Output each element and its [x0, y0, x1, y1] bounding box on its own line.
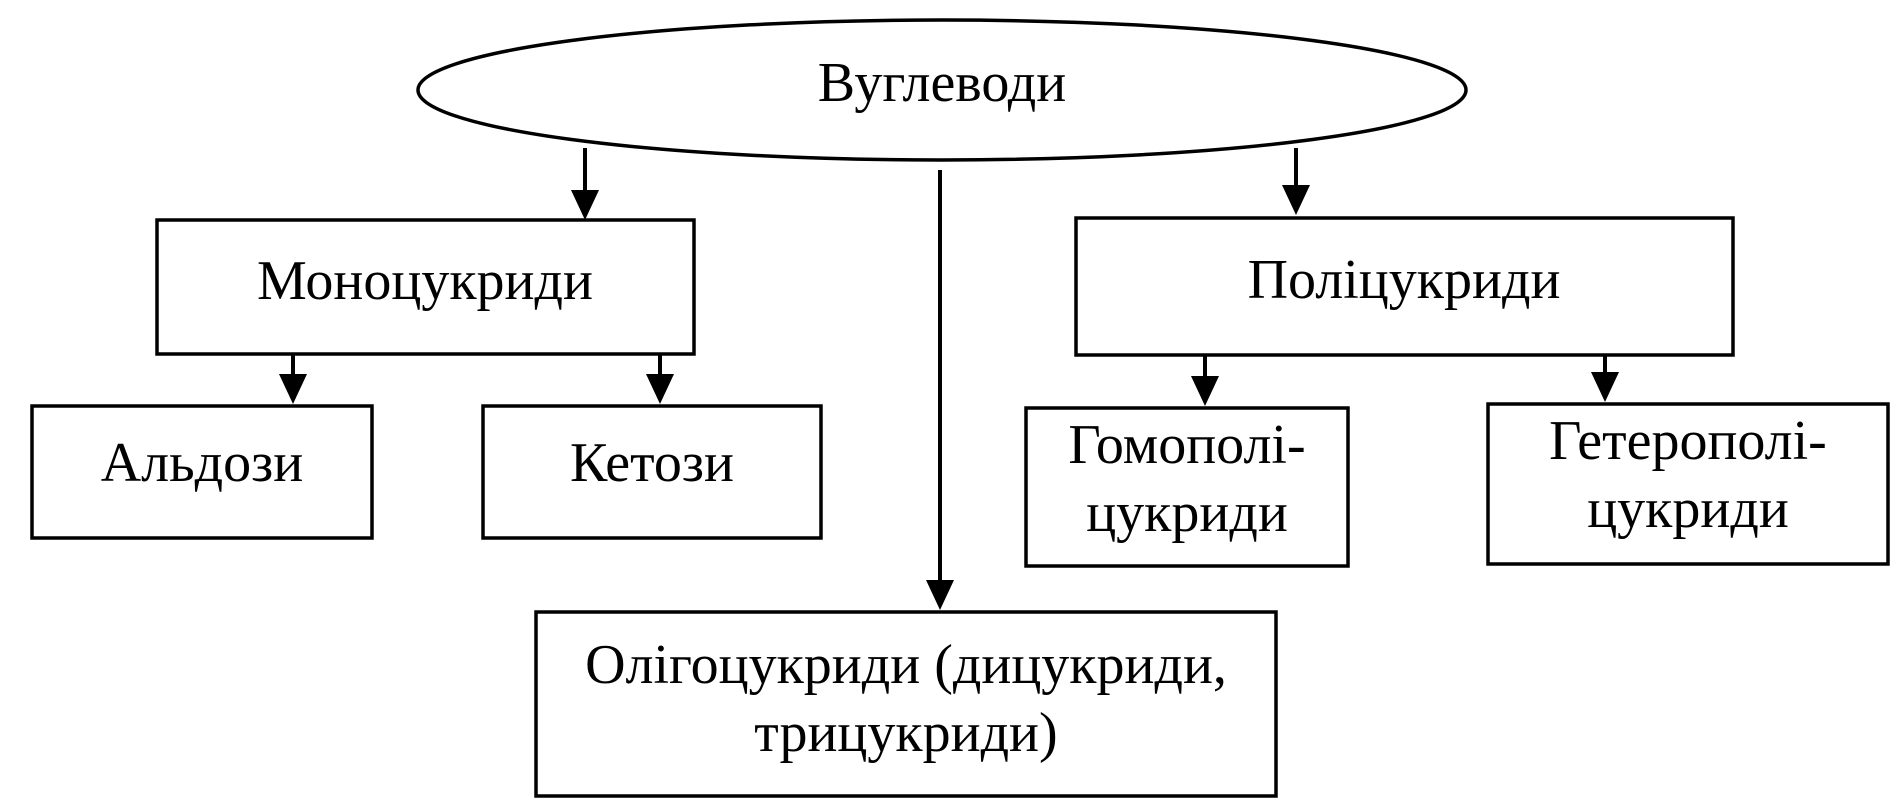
root-label: Вуглеводи	[818, 52, 1066, 114]
oligo-box	[534, 610, 1278, 798]
poly-label: Поліцукриди	[1248, 249, 1561, 311]
heteropoly-box	[1486, 402, 1890, 566]
mono-label: Моноцукриди	[257, 250, 593, 312]
aldoses-box	[30, 404, 374, 540]
homopoly-label-line2: цукриди	[1086, 482, 1288, 544]
node-poly: Поліцукриди	[1074, 216, 1735, 357]
heteropoly-label-line2: цукриди	[1587, 478, 1789, 540]
oligo-label-line1: Олігоцукриди (дицукриди,	[585, 634, 1227, 696]
ketoses-label: Кетози	[570, 432, 734, 494]
poly-box	[1074, 216, 1735, 357]
mono-box	[155, 218, 696, 356]
arrowhead-poly-to-homopoly	[1191, 376, 1219, 406]
node-homopoly: Гомополі- цукриди	[1024, 406, 1350, 568]
connectors	[279, 148, 1619, 610]
arrowhead-poly-to-heteropoly	[1591, 372, 1619, 402]
arrowhead-root-to-oligo	[926, 580, 954, 610]
homopoly-label-line1: Гомополі-	[1068, 414, 1305, 476]
homopoly-box	[1024, 406, 1350, 568]
node-aldoses: Альдози	[30, 404, 374, 540]
root-ellipse	[416, 18, 1468, 162]
oligo-label-line2: трицукриди)	[754, 702, 1057, 764]
node-root: Вуглеводи	[416, 18, 1468, 162]
node-ketoses: Кетози	[481, 404, 823, 540]
node-heteropoly: Гетерополі- цукриди	[1486, 402, 1890, 566]
node-oligo: Олігоцукриди (дицукриди, трицукриди)	[534, 610, 1278, 798]
arrowhead-root-to-mono	[571, 190, 599, 220]
arrowhead-mono-to-ketoses	[646, 374, 674, 404]
aldoses-label: Альдози	[101, 432, 304, 494]
heteropoly-label-line1: Гетерополі-	[1549, 410, 1827, 472]
arrowhead-root-to-poly	[1282, 185, 1310, 215]
node-mono: Моноцукриди	[155, 218, 696, 356]
arrowhead-mono-to-aldoses	[279, 374, 307, 404]
ketoses-box	[481, 404, 823, 540]
